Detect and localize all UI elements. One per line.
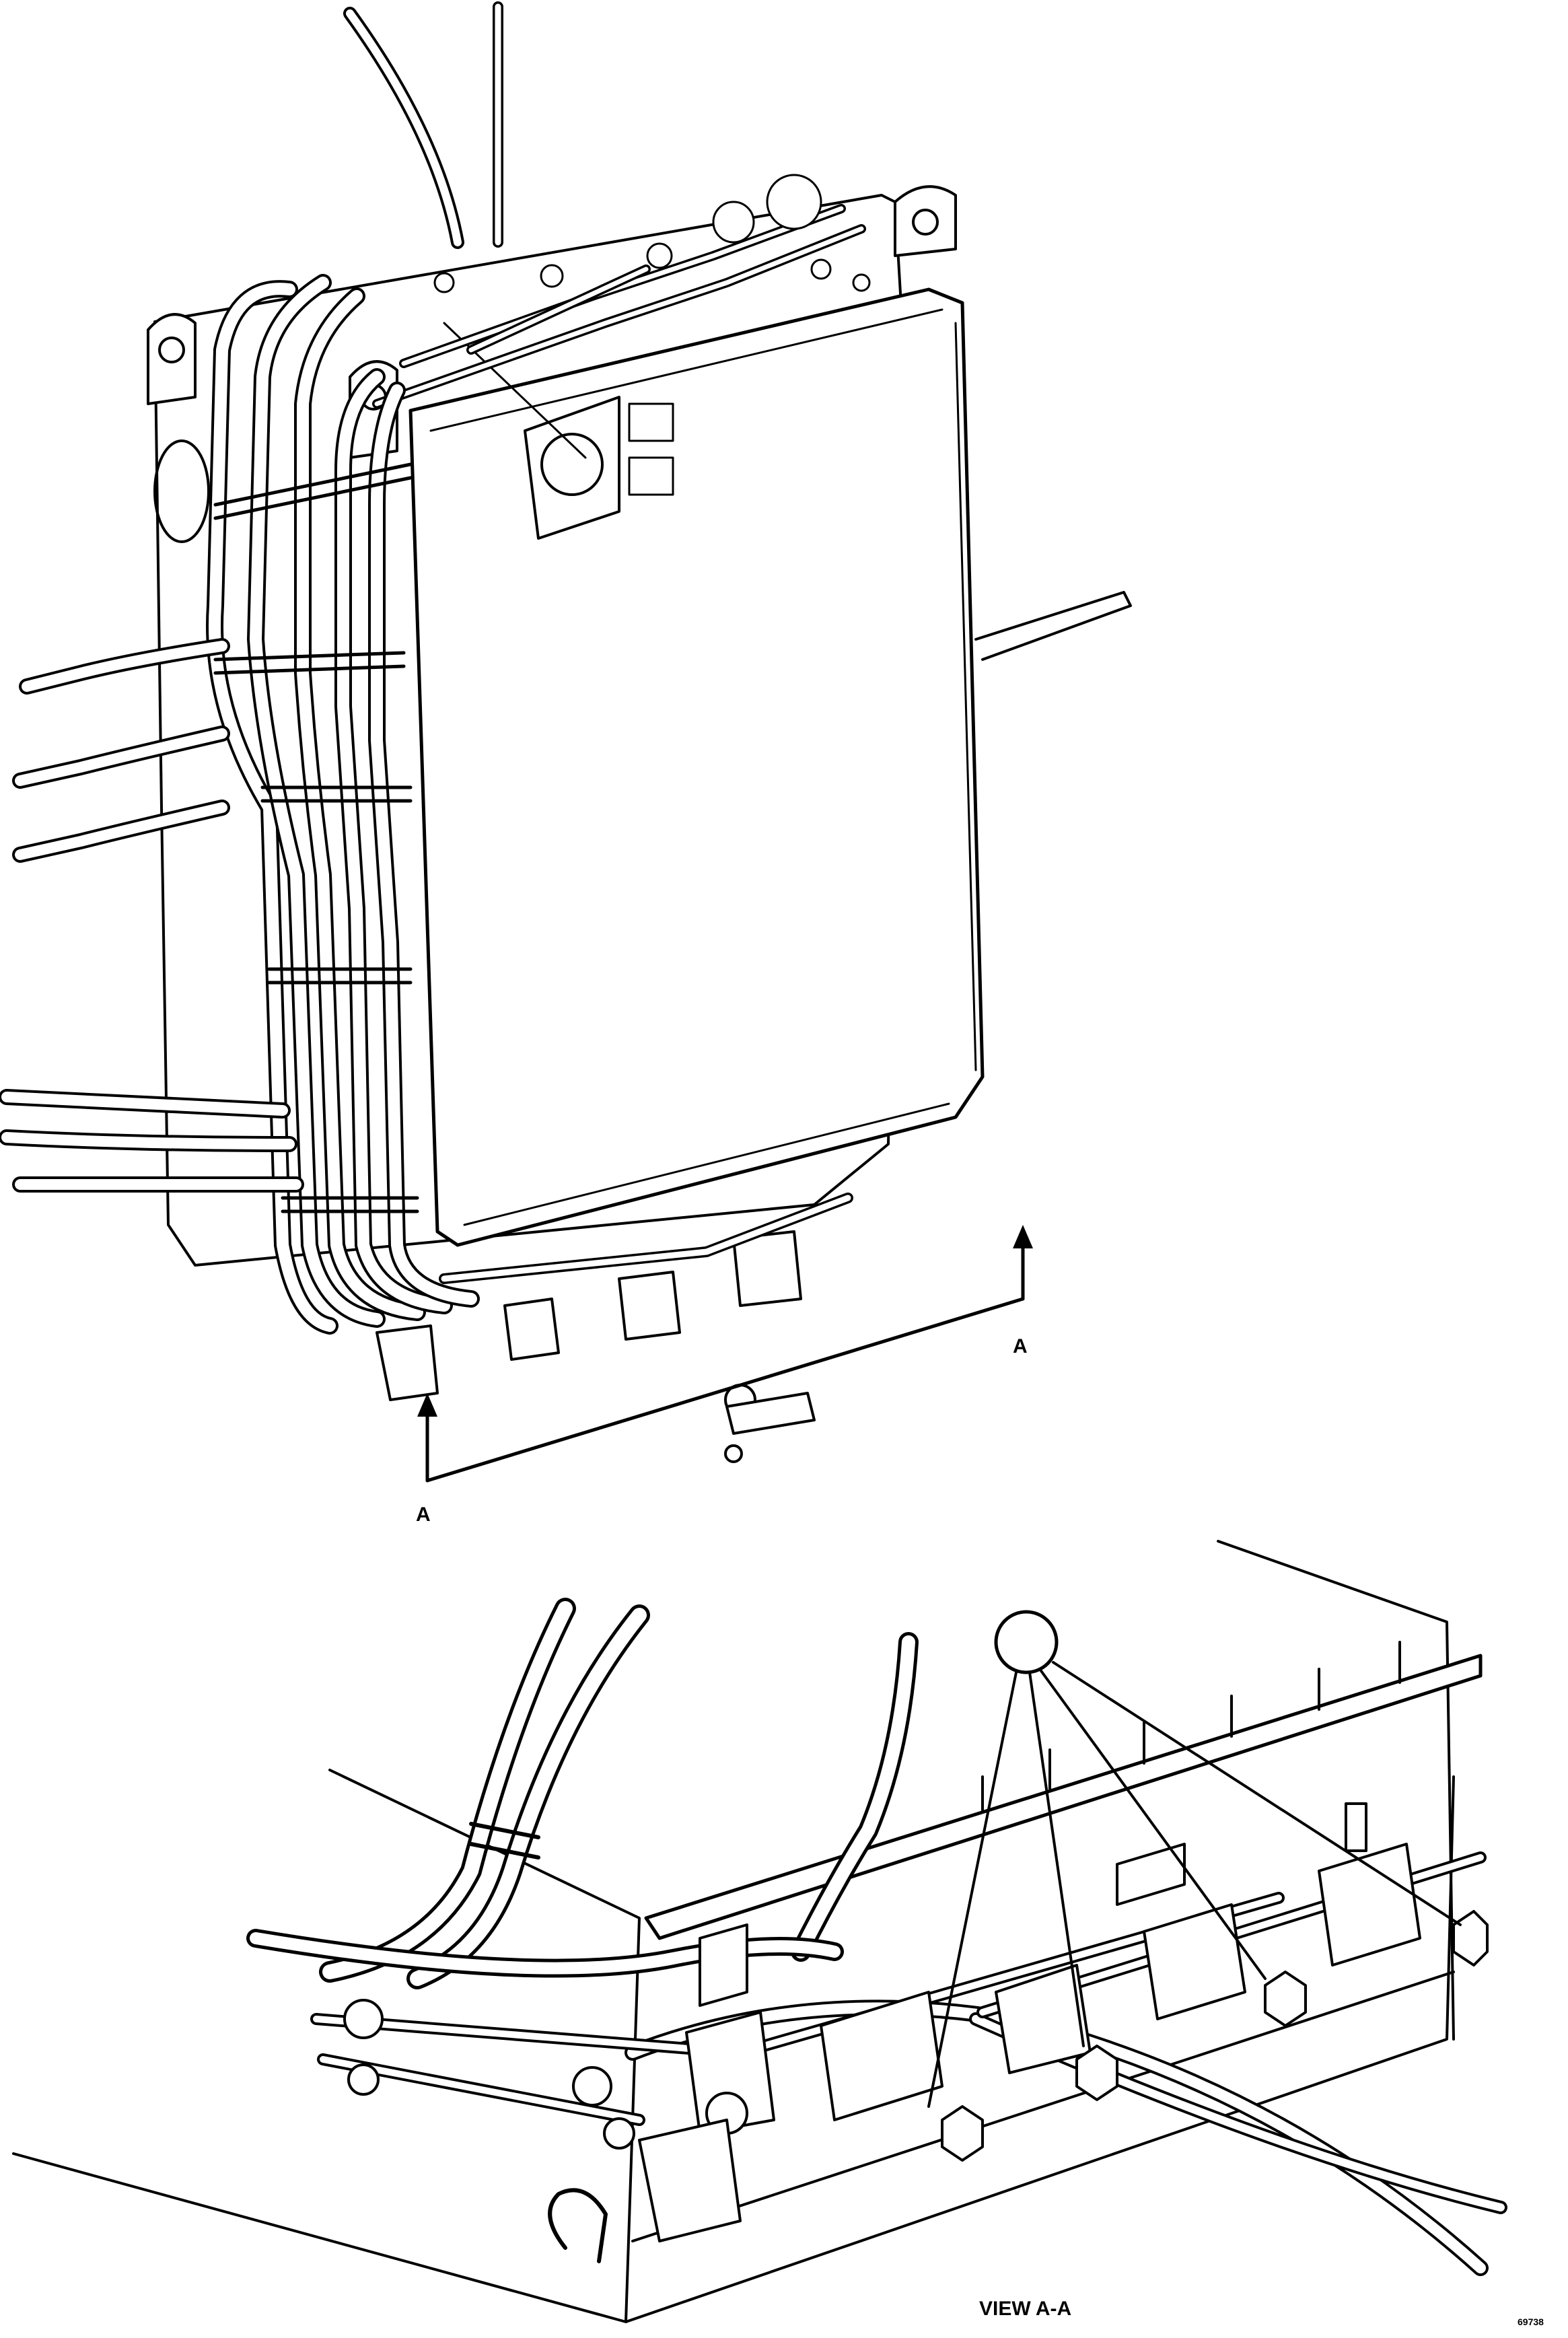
view-caption: VIEW A-A [979,2298,1071,2320]
front-cover-panel [408,287,985,1247]
view-a-a [12,1540,1507,2323]
view-hoses [246,1598,1507,2276]
callout-bubble [994,1610,1059,1674]
valve-units [685,1802,1421,2135]
top-hose-1-inner [346,9,462,246]
upper-assembly [0,1,1132,1483]
cover-edge [429,308,977,1226]
lifting-lug-right-hole [912,209,939,236]
mounting-rail-lower [631,1971,1455,2242]
section-label-right: A [1013,1335,1028,1357]
top-fittings [433,174,871,293]
top-manifold [372,204,866,409]
tray-back-frame [1217,1540,1455,2041]
lifting-lug-left [147,313,197,405]
callout-leaders [927,1661,1462,2108]
rail-studs [981,1641,1401,1812]
bottom-pipe-run-inner [441,1195,851,1282]
top-hose-1 [343,7,464,249]
section-arrow-right [1013,1225,1033,1248]
bottom-components [376,1230,816,1463]
side-port [153,439,210,543]
side-tab [974,591,1132,661]
section-cut-line [425,1236,1025,1483]
view-hose-clamp [469,1822,540,1859]
lifting-lug-left-hole [158,336,185,363]
rear-housing-plate [153,194,903,1267]
hose-clamps [213,462,419,1213]
hex-nut-targets [941,1910,1489,2162]
base-tray [12,1769,641,2323]
section-arrow-left [417,1393,437,1417]
left-fittings [343,1923,748,2242]
ring-handle [548,2188,608,2263]
cover-label-plate-2 [628,456,674,496]
figure-number: 69738 [1518,2316,1544,2327]
access-window [524,396,620,540]
hoses-exit-left [0,638,304,1193]
hose-bundle-left [206,274,480,1335]
lifting-lug-right [894,185,957,257]
cover-label-plate-1 [628,402,674,442]
section-label-left: A [416,1503,431,1526]
access-valve [540,433,604,496]
